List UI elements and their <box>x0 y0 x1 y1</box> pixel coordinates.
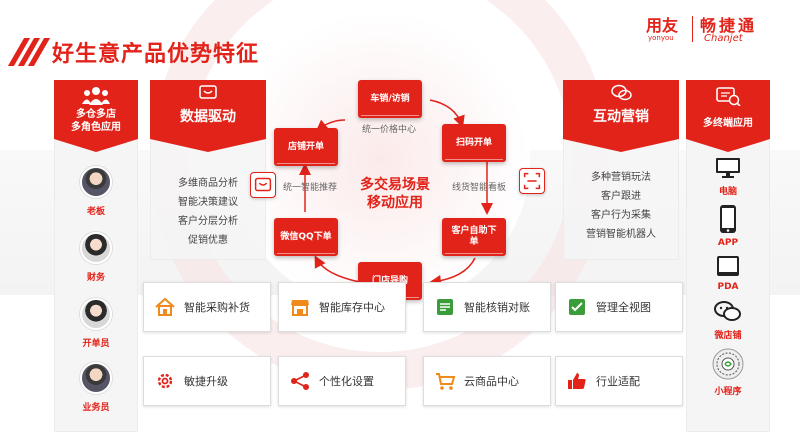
scene-node-shop-order: 店铺开单 <box>274 128 338 166</box>
brand-divider <box>692 16 693 42</box>
avatar <box>80 362 112 394</box>
wechat-icon <box>714 301 741 321</box>
center-title: 多交易场景 移动应用 <box>360 177 430 211</box>
chat-bubble-icon <box>199 85 217 99</box>
list-item: 客户行为采集 <box>591 210 651 221</box>
brand-yonyou-sub: yonyou <box>648 34 674 42</box>
brand-yonyou: 用友 <box>646 16 679 35</box>
feature-card-agile-upgrade: 敏捷升级 <box>143 356 271 406</box>
list-item: 客户分层分析 <box>178 216 238 227</box>
monitor-icon <box>716 158 740 178</box>
list-item: 客户跟进 <box>601 191 641 202</box>
role-finance: 财务 <box>54 232 138 283</box>
scene-node-scan-order: 扫码开单 <box>442 124 506 162</box>
brand-chanjet: 畅捷通 <box>700 16 758 35</box>
feature-card-cloud-products: 云商品中心 <box>423 356 551 406</box>
arrow-4 <box>429 257 476 287</box>
house-icon <box>155 297 175 316</box>
store-icon <box>291 300 309 316</box>
brand-chanjet-sub: Chanjet <box>704 33 743 44</box>
tablet-icon <box>717 256 739 276</box>
multi-device-icon <box>716 87 741 106</box>
scene-node-wechat-order: 微信QQ下单 <box>274 218 338 256</box>
roles-header: 多仓多店 多角色应用 <box>54 80 138 152</box>
arrow-2 <box>429 99 465 128</box>
feature-card-management-view: 管理全视图 <box>555 282 683 332</box>
list-item: 营销智能机器人 <box>586 229 656 240</box>
scene-node-vehicle-sales: 车销/访销 <box>358 80 422 118</box>
feature-card-procurement: 智能采购补货 <box>143 282 271 332</box>
roles-header-title: 多仓多店 多角色应用 <box>71 109 121 133</box>
list-item: 多维商品分析 <box>178 178 238 189</box>
avatar <box>80 166 112 198</box>
note-unified-price: 统一价格中心 <box>362 125 417 135</box>
avatar <box>80 232 112 264</box>
note-unified-recommend: 统一智能推荐 <box>283 183 338 193</box>
feature-card-inventory: 智能库存中心 <box>278 282 406 332</box>
feature-card-reconciliation: 智能核销对账 <box>423 282 551 332</box>
terminal-app: APP <box>686 204 770 248</box>
scene-node-self-order: 客户自助下单 <box>442 218 506 256</box>
data-driven-header: 数据驱动 <box>150 80 266 152</box>
gear-icon <box>157 373 173 389</box>
check-board-icon <box>569 299 585 315</box>
share-icon <box>291 372 309 390</box>
role-salesperson: 业务员 <box>54 362 138 413</box>
list-item: 促销优惠 <box>188 235 228 246</box>
smartphone-icon <box>720 205 736 233</box>
terminal-micro-store: 微店铺 <box>686 300 770 341</box>
feature-card-industry-fit: 行业适配 <box>555 356 683 406</box>
terminal-pc: 电脑 <box>686 156 770 197</box>
page-title: 好生意产品优势特征 <box>52 42 260 67</box>
avatar <box>80 298 112 330</box>
role-boss: 老板 <box>54 166 138 217</box>
terminal-mini-program: 小程序 <box>686 348 770 397</box>
data-driven-list: 多维商品分析 智能决策建议 客户分层分析 促销优惠 <box>150 174 266 250</box>
scan-icon <box>519 168 545 194</box>
users-group-icon <box>82 87 110 105</box>
thumbs-up-icon <box>568 373 586 389</box>
terminal-pda: PDA <box>686 254 770 292</box>
marketing-list: 多种营销玩法 客户跟进 客户行为采集 营销智能机器人 <box>563 168 679 244</box>
marketing-header: 互动营销 <box>563 80 679 152</box>
list-item: 多种营销玩法 <box>591 172 651 183</box>
list-item: 智能决策建议 <box>178 197 238 208</box>
feature-card-personalization: 个性化设置 <box>278 356 406 406</box>
terminals-header: 多终端应用 <box>686 80 770 152</box>
mini-program-code-icon <box>712 348 744 380</box>
note-smart-board: 线货智能看板 <box>452 183 507 193</box>
smart-recommend-icon <box>250 172 276 198</box>
wechat-icon <box>611 84 632 101</box>
ledger-icon <box>437 299 453 315</box>
role-order-clerk: 开单员 <box>54 298 138 349</box>
cart-icon <box>436 373 456 390</box>
brand-logo: 用友 yonyou 畅捷通 Chanjet <box>646 12 786 52</box>
arrow-5 <box>314 255 361 283</box>
